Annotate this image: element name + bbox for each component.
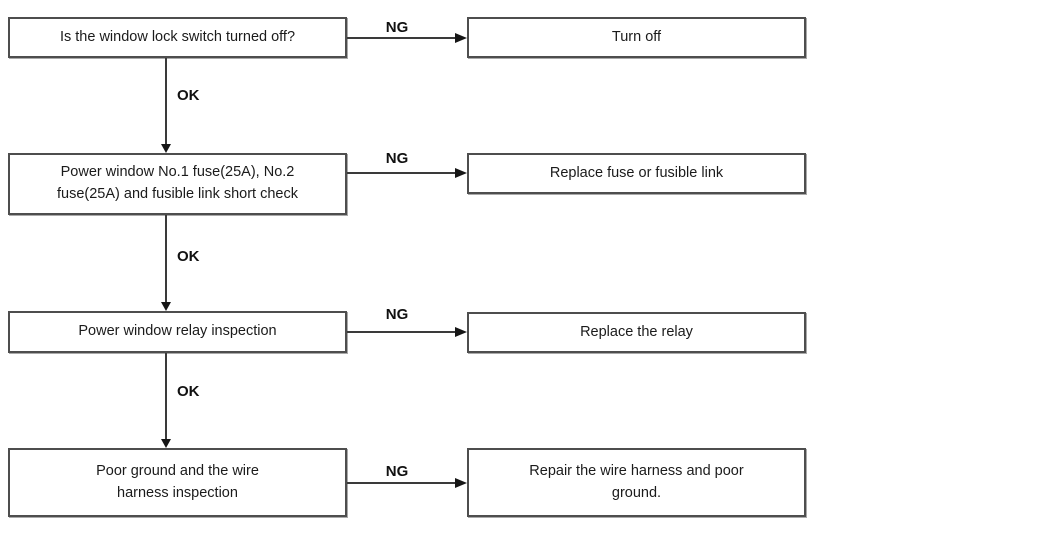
action-turn-off: Turn off — [467, 17, 806, 58]
action-repair-harness: Repair the wire harness and poor ground. — [467, 448, 806, 517]
ok-label-3: OK — [177, 383, 200, 400]
arrowhead-right-icon — [455, 33, 467, 43]
step-fuse-short-check: Power window No.1 fuse(25A), No.2 fuse(2… — [8, 153, 347, 215]
ng-arrow-line-1 — [347, 37, 456, 39]
ng-arrow-line-3 — [347, 331, 456, 333]
arrowhead-right-icon — [455, 478, 467, 488]
action-replace-fuse: Replace fuse or fusible link — [467, 153, 806, 194]
ng-label-2: NG — [385, 150, 409, 167]
ng-label-1: NG — [385, 19, 409, 36]
arrowhead-down-icon — [161, 439, 171, 448]
step-window-lock-check: Is the window lock switch turned off? — [8, 17, 347, 58]
action-replace-relay: Replace the relay — [467, 312, 806, 353]
ok-arrow-line-3 — [165, 353, 167, 440]
ok-arrow-line-2 — [165, 215, 167, 303]
ok-label-2: OK — [177, 248, 200, 265]
step-ground-harness-inspection: Poor ground and the wire harness inspect… — [8, 448, 347, 517]
arrowhead-right-icon — [455, 327, 467, 337]
ok-arrow-line-1 — [165, 58, 167, 145]
arrowhead-right-icon — [455, 168, 467, 178]
step-relay-inspection: Power window relay inspection — [8, 311, 347, 353]
ng-label-3: NG — [385, 306, 409, 323]
ng-label-4: NG — [385, 463, 409, 480]
ok-label-1: OK — [177, 87, 200, 104]
ng-arrow-line-4 — [347, 482, 456, 484]
arrowhead-down-icon — [161, 144, 171, 153]
arrowhead-down-icon — [161, 302, 171, 311]
ng-arrow-line-2 — [347, 172, 456, 174]
